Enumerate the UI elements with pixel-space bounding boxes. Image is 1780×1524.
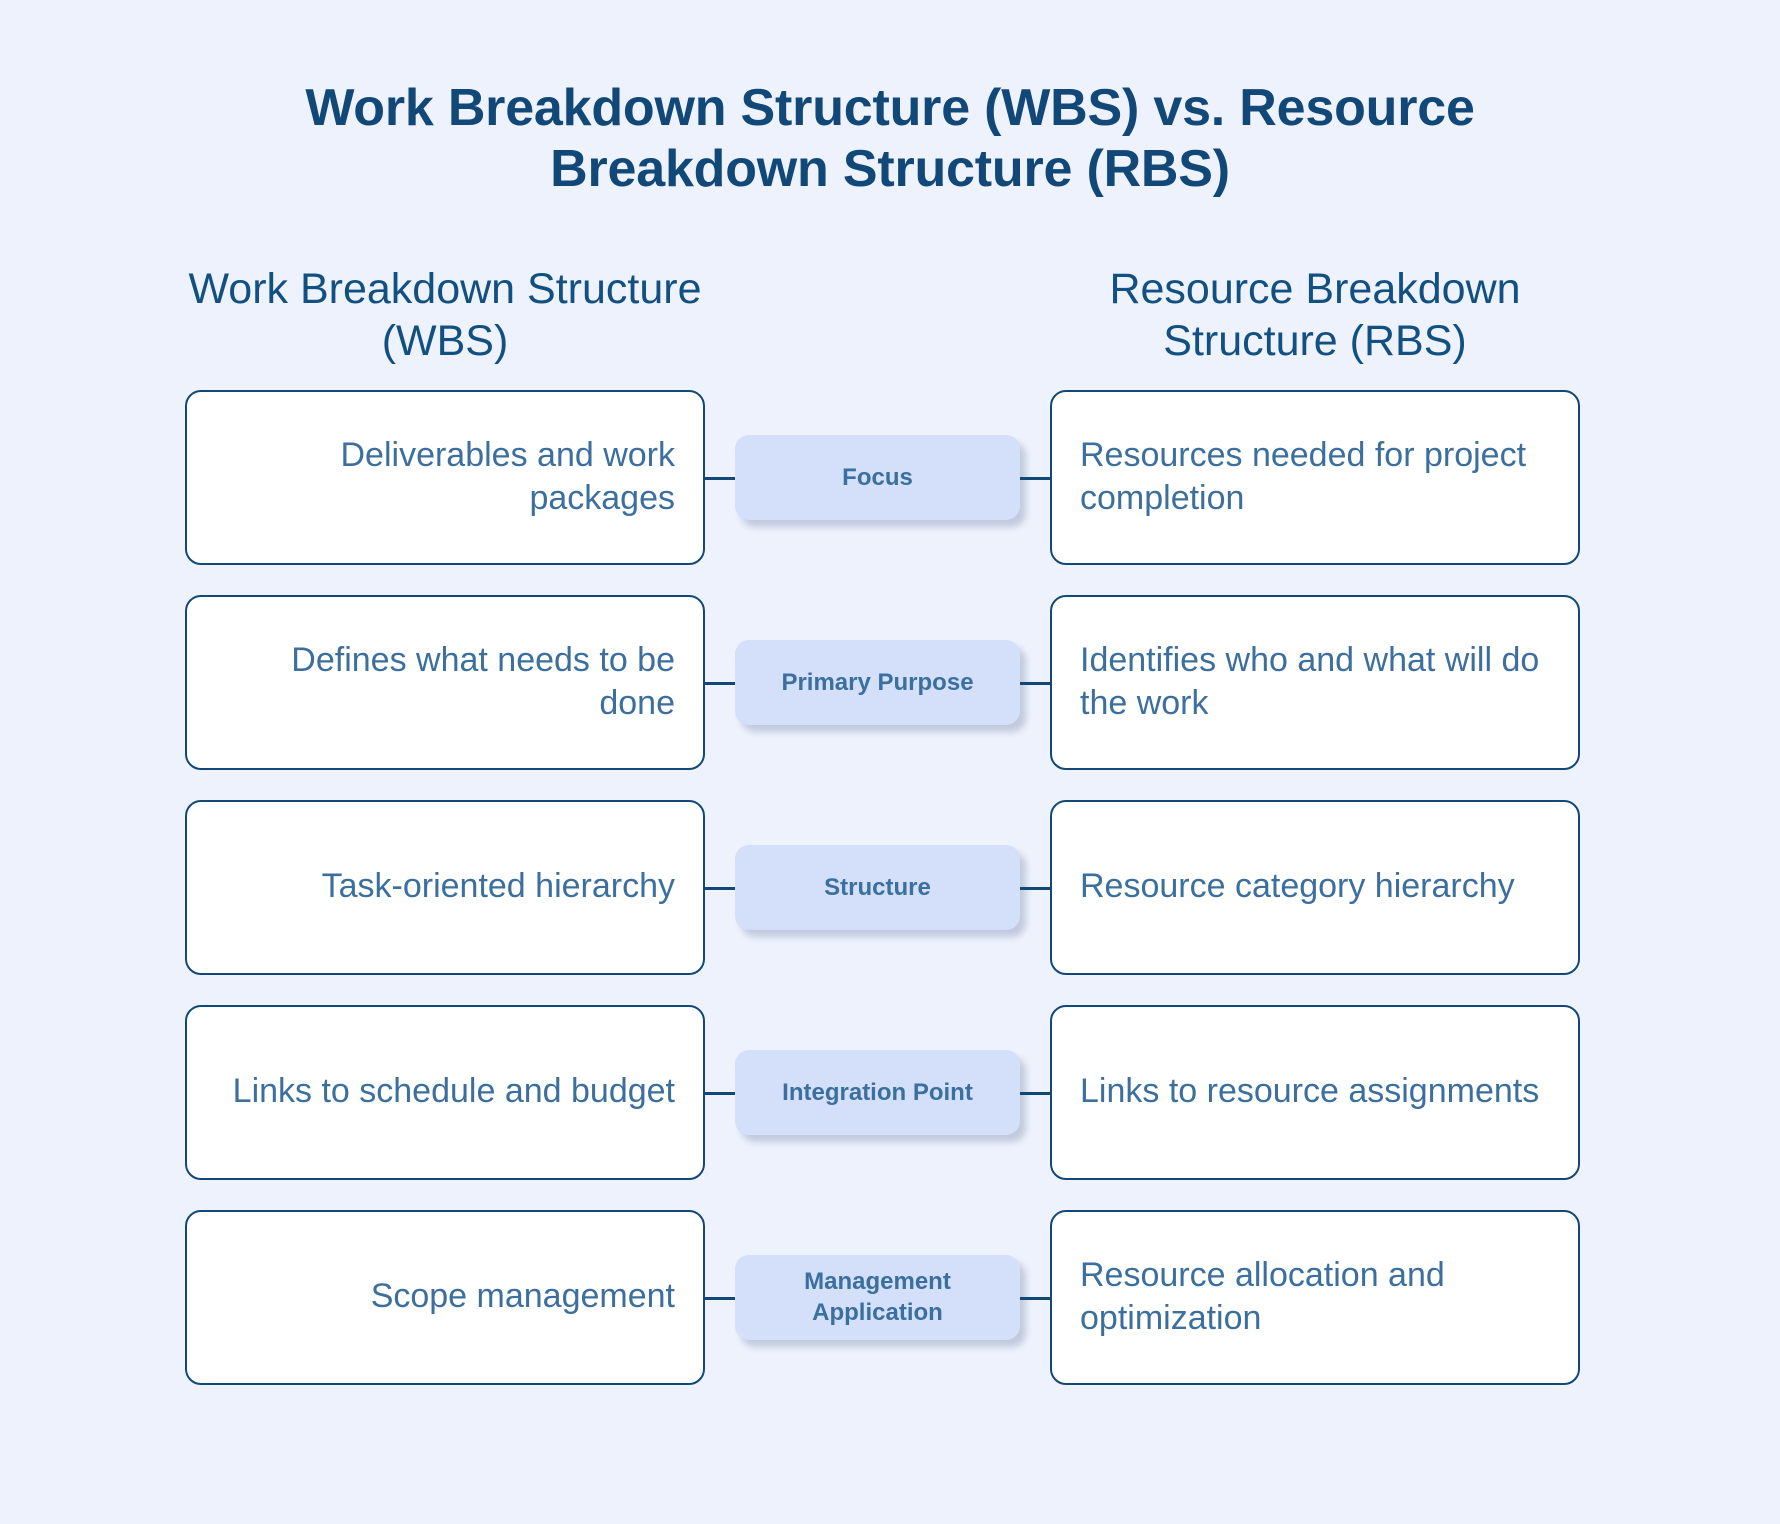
wbs-box-text: Links to schedule and budget xyxy=(232,1072,675,1111)
rbs-box-text: Resource allocation and optimization xyxy=(1080,1255,1445,1338)
row-connector: Management Application xyxy=(705,1210,1050,1385)
wbs-box-text: Task-oriented hierarchy xyxy=(321,867,675,906)
rbs-box-text: Links to resource assignments xyxy=(1080,1072,1540,1111)
page-title: Work Breakdown Structure (WBS) vs. Resou… xyxy=(305,79,1475,199)
attribute-chip[interactable]: Integration Point xyxy=(735,1049,1020,1135)
rbs-box[interactable]: Resource allocation and optimization xyxy=(1050,1209,1580,1385)
wbs-box-text: Deliverables and work packages xyxy=(340,435,676,518)
comparison-row: Scope management Management Application … xyxy=(185,1209,1595,1385)
row-connector: Integration Point xyxy=(705,1005,1050,1180)
wbs-box[interactable]: Defines what needs to be done xyxy=(185,594,705,770)
rbs-box-text: Resources needed for project completion xyxy=(1080,435,1527,518)
wbs-box[interactable]: Links to schedule and budget xyxy=(185,1004,705,1180)
attribute-chip[interactable]: Structure xyxy=(735,844,1020,930)
column-header-wbs: Work Breakdown Structure (WBS) xyxy=(188,264,702,366)
column-header-rbs: Resource Breakdown Structure (RBS) xyxy=(1109,264,1521,366)
rbs-box-text: Identifies who and what will do the work xyxy=(1080,640,1540,723)
rbs-box[interactable]: Resource category hierarchy xyxy=(1050,799,1580,975)
row-connector: Structure xyxy=(705,800,1050,975)
comparison-rows: Deliverables and work packages Focus Res… xyxy=(0,389,1780,1385)
attribute-chip[interactable]: Management Application xyxy=(735,1254,1020,1340)
attribute-chip[interactable]: Primary Purpose xyxy=(735,639,1020,725)
wbs-box[interactable]: Scope management xyxy=(185,1209,705,1385)
attribute-chip-label: Primary Purpose xyxy=(781,668,974,696)
wbs-box-text: Scope management xyxy=(370,1277,675,1316)
wbs-box-text: Defines what needs to be done xyxy=(291,640,675,723)
attribute-chip-label: Structure xyxy=(824,873,931,901)
comparison-row: Defines what needs to be done Primary Pu… xyxy=(185,594,1595,770)
comparison-row: Task-oriented hierarchy Structure Resour… xyxy=(185,799,1595,975)
wbs-box[interactable]: Task-oriented hierarchy xyxy=(185,799,705,975)
row-connector: Primary Purpose xyxy=(705,595,1050,770)
attribute-chip[interactable]: Focus xyxy=(735,434,1020,520)
row-connector: Focus xyxy=(705,390,1050,565)
attribute-chip-label: Focus xyxy=(842,463,913,491)
column-header-spacer xyxy=(705,263,1050,368)
rbs-box[interactable]: Identifies who and what will do the work xyxy=(1050,594,1580,770)
rbs-box[interactable]: Resources needed for project completion xyxy=(1050,389,1580,565)
comparison-row: Deliverables and work packages Focus Res… xyxy=(185,389,1595,565)
attribute-chip-label: Management Application xyxy=(804,1267,951,1327)
column-headers: Work Breakdown Structure (WBS) Resource … xyxy=(0,263,1780,368)
rbs-box-text: Resource category hierarchy xyxy=(1080,867,1515,906)
comparison-row: Links to schedule and budget Integration… xyxy=(185,1004,1595,1180)
wbs-box[interactable]: Deliverables and work packages xyxy=(185,389,705,565)
attribute-chip-label: Integration Point xyxy=(782,1078,973,1106)
rbs-box[interactable]: Links to resource assignments xyxy=(1050,1004,1580,1180)
